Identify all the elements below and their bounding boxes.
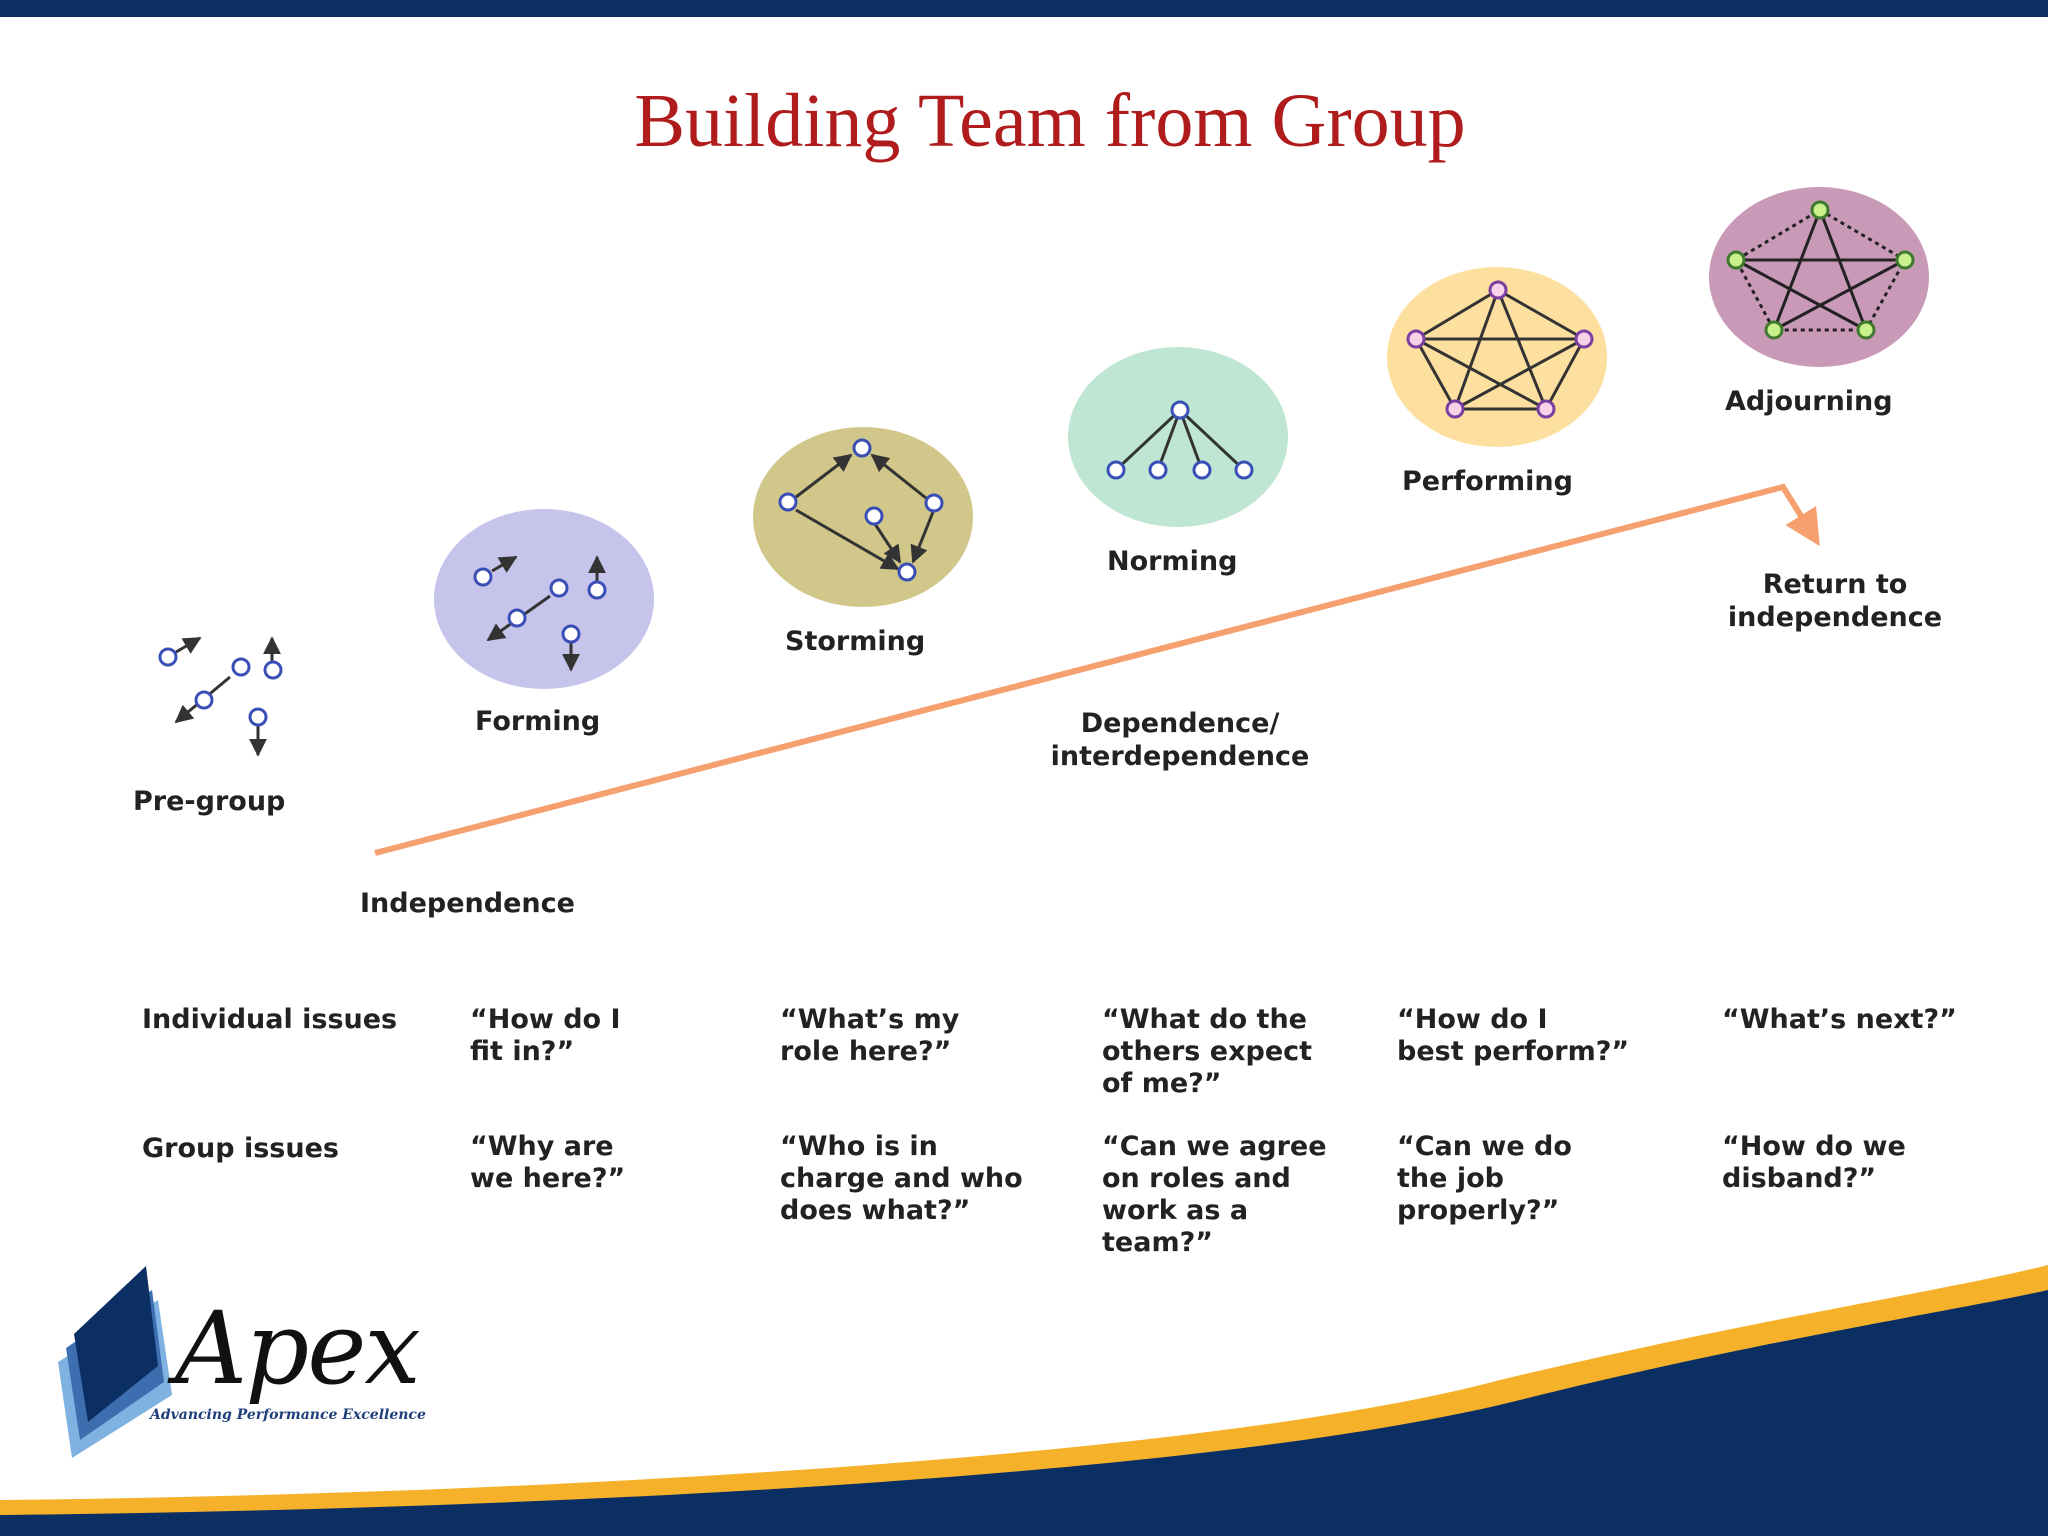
apex-logo-mark [58, 1266, 172, 1458]
stage-label-adjourning: Adjourning [1725, 386, 1893, 417]
norming-circle [1068, 347, 1288, 527]
individual-issue-performing: “How do I best perform?” [1397, 1004, 1630, 1067]
pre-group-icon [158, 636, 283, 757]
independence-label: Independence [360, 888, 575, 919]
individual-issue-norming: “What do the others expect of me?” [1102, 1004, 1313, 1099]
individual-issue-forming: “How do I fit in?” [470, 1004, 621, 1067]
dependence-label: Dependence/ interdependence [1050, 708, 1310, 772]
adjourning-circle [1709, 187, 1929, 367]
apex-logo-tagline: Advancing Performance Excellence [150, 1407, 426, 1423]
group-issue-performing: “Can we do the job properly?” [1397, 1131, 1572, 1226]
stage-label-pre-group: Pre-group [133, 786, 286, 817]
group-issue-storming: “Who is in charge and who does what?” [780, 1131, 1023, 1226]
apex-logo-wordmark: Apex [175, 1290, 421, 1407]
storming-circle [753, 427, 973, 607]
return-to-independence-label: Return to independence [1727, 569, 1943, 633]
footer-swoosh [0, 1265, 2048, 1536]
top-banner-bar [0, 0, 2048, 17]
group-issue-norming: “Can we agree on roles and work as a tea… [1102, 1131, 1327, 1258]
forming-circle [434, 509, 654, 689]
performing-circle [1387, 267, 1607, 447]
stage-label-storming: Storming [785, 626, 926, 657]
stage-label-forming: Forming [475, 706, 601, 737]
individual-issues-label: Individual issues [142, 1004, 398, 1035]
progression-arrow [374, 483, 1820, 856]
stage-label-performing: Performing [1402, 466, 1573, 497]
individual-issue-adjourning: “What’s next?” [1722, 1004, 1957, 1035]
group-issue-forming: “Why are we here?” [470, 1131, 626, 1194]
stage-label-norming: Norming [1107, 546, 1238, 577]
group-issue-adjourning: “How do we disband?” [1722, 1131, 1906, 1194]
slide-title: Building Team from Group [634, 79, 1466, 163]
group-issues-label: Group issues [142, 1133, 339, 1164]
individual-issue-storming: “What’s my role here?” [780, 1004, 960, 1067]
